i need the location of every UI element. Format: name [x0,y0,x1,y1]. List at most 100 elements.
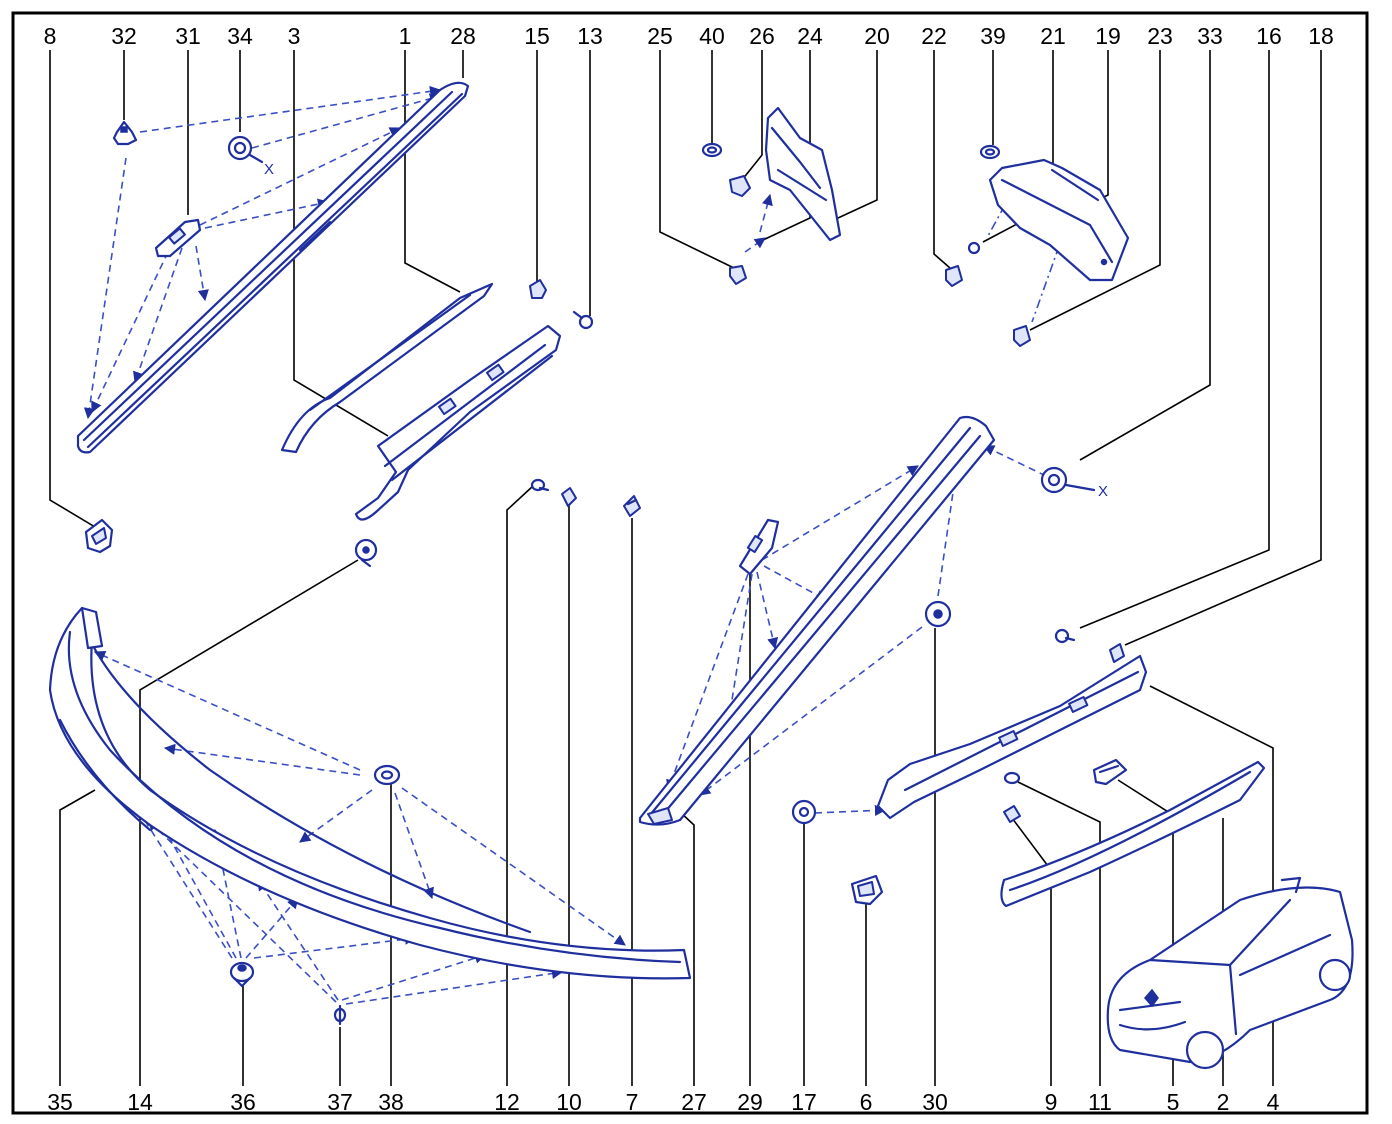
callout-12: 12 [494,1089,520,1115]
leader-35 [59,789,96,1086]
assembly-arrow [761,465,919,561]
callout-11: 11 [1088,1089,1112,1115]
callout-39: 39 [980,23,1006,49]
leader-14 [139,559,359,1086]
part-3-bracket-rail [354,324,562,521]
part-13-screw [572,310,594,330]
part-5-clip [1092,758,1128,786]
part-7-clip [623,495,641,517]
part-2-rear-moulding [1000,760,1266,908]
part-23-clip [1013,325,1031,347]
part-15-clip [529,279,547,299]
assembly-arrow [91,251,169,414]
callouts-bottom: 35 14 36 37 38 12 10 7 27 29 17 6 30 9 1… [47,1089,1279,1115]
callout-9: 9 [1045,1089,1058,1115]
assembly-arrow [341,952,487,1001]
assembly-arrow [253,933,417,959]
leader-20 [837,50,878,219]
callout-40: 40 [699,23,725,49]
measure-x-label-2: X [1098,483,1108,500]
part-22-clip [945,265,963,287]
part-29-clip-bracket [738,518,780,576]
assembly-arrow [982,445,1047,477]
callout-13: 13 [577,23,603,49]
vehicle-locator-thumbnail [1106,876,1354,1070]
callout-19: 19 [1095,23,1121,49]
callout-29: 29 [737,1089,763,1115]
part-6-clip [850,874,884,906]
part-38-grommet [373,764,401,786]
callout-26: 26 [749,23,775,49]
callout-27: 27 [681,1089,707,1115]
part-25-clip [729,265,747,285]
callout-36: 36 [230,1089,256,1115]
assembly-arrow [756,571,779,650]
leader-16 [1079,50,1270,629]
leader-23 [1029,50,1161,331]
assembly-arrow [257,879,339,1001]
callout-31: 31 [175,23,201,49]
part-11-screw [1003,771,1021,785]
callout-30: 30 [922,1089,948,1115]
callout-25: 25 [647,23,673,49]
part-30-grommet [924,600,952,628]
leader-9 [1011,817,1052,1086]
measure-x-label: X [264,161,274,178]
part-8-clip [84,518,114,554]
part-4-bracket-rail [876,654,1148,820]
callout-7: 7 [626,1089,639,1115]
part-39-grommet [979,144,1001,160]
leader-33 [1079,50,1211,461]
callout-24: 24 [797,23,823,49]
callout-33: 33 [1197,23,1223,49]
callout-37: 37 [327,1089,353,1115]
assembly-arrow [204,198,330,229]
callout-18: 18 [1308,23,1334,49]
assembly-arrow [401,787,626,946]
callout-3: 3 [288,23,301,49]
leader-lines [49,50,1322,1086]
assembly-arrow [93,650,361,771]
assembly-arrow [763,565,827,601]
part-21-screw [967,241,981,255]
part-35-front-bumper [48,606,692,980]
callout-15: 15 [524,23,550,49]
assembly-arrow [199,127,402,226]
assembly-arrow [699,626,923,796]
leader-1 [404,50,461,293]
callout-28: 28 [450,23,476,49]
callout-16: 16 [1256,23,1282,49]
part-17-star-nut [791,799,817,825]
part-26-clip [729,175,751,197]
callout-38: 38 [378,1089,404,1115]
callout-5: 5 [1167,1089,1180,1115]
part-20-side-bracket [764,106,842,242]
assembly-arrow [724,573,753,727]
part-10-clip [561,487,577,507]
part-37-screw [333,1004,347,1026]
diagram-frame [11,11,1369,1115]
assembly-arrows [79,85,1073,1005]
leader-18 [1124,50,1322,646]
assembly-arrow [139,85,442,133]
callout-23: 23 [1147,23,1173,49]
leader-27 [679,811,695,1086]
leader-22 [933,50,951,269]
callout-4: 4 [1267,1089,1280,1115]
callout-14: 14 [127,1089,153,1115]
assembly-arrow [759,193,773,233]
callout-1: 1 [399,23,412,49]
part-12-screw [530,478,550,492]
leader-8 [49,50,101,531]
callout-17: 17 [791,1089,817,1115]
part-36-push-clip [229,961,255,988]
leader-3 [293,50,389,437]
part-14-push-nut [354,538,378,568]
callout-35: 35 [47,1089,73,1115]
callout-6: 6 [860,1089,873,1115]
assembly-arrow [744,237,766,253]
callout-22: 22 [921,23,947,49]
part-40-grommet [701,142,723,158]
leader-11 [1017,781,1101,1086]
